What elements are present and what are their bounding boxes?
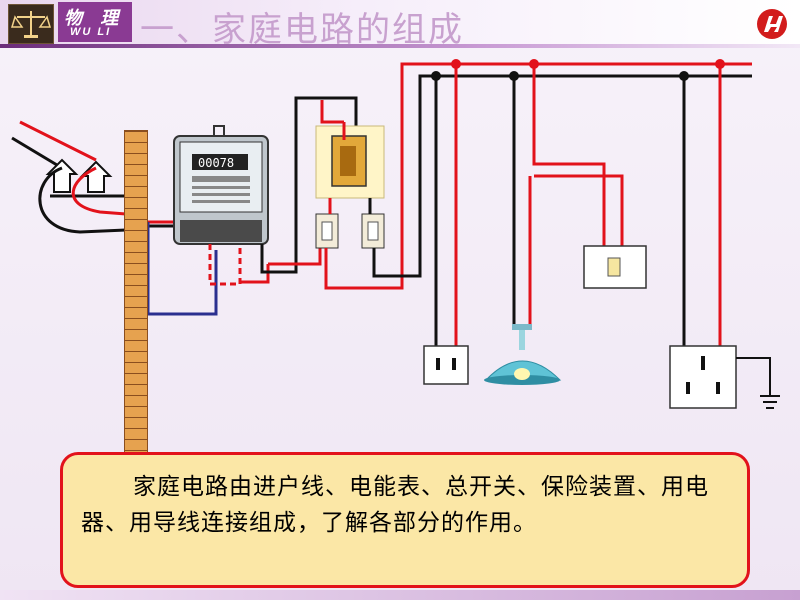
ground-icon [760,395,780,409]
info-text: 家庭电路由进户线、电能表、总开关、保险装置、用电器、用导线连接组成，了解各部分的… [81,474,709,536]
page-title: 一、家庭电路的组成 [140,10,464,50]
subject-badge: 物 理 WU LI [58,2,132,42]
footer-band [0,590,800,600]
drop-neutral [38,166,127,234]
header-bar [0,0,800,48]
fuse-left [315,213,339,249]
drop-live [71,166,127,216]
circuit-diagram: 00078 [11,59,780,409]
subject-name: 物 理 [64,8,125,29]
insulator-left [45,158,79,193]
incoming-neutral-wire [11,136,63,170]
insulator-right [79,160,113,193]
ceiling-lamp [484,324,562,385]
wall-socket-3pin [669,345,737,409]
brand-logo-icon [757,9,787,39]
incoming-live-wire [19,120,97,162]
utility-pole [124,130,148,462]
electric-meter: 00078 [173,125,269,245]
info-callout: 家庭电路由进户线、电能表、总开关、保险装置、用电器、用导线连接组成，了解各部分的… [60,452,750,588]
light-switch [583,245,647,289]
main-switch [315,125,385,199]
meter-blue-wire [146,222,218,316]
subject-pinyin: WU LI [70,26,112,38]
scales-logo [8,4,54,44]
scales-icon [10,11,52,38]
fuse-right [361,213,385,249]
wall-socket-2pin [423,345,469,385]
svg-text:00078: 00078 [198,156,234,170]
header-divider [0,44,800,48]
